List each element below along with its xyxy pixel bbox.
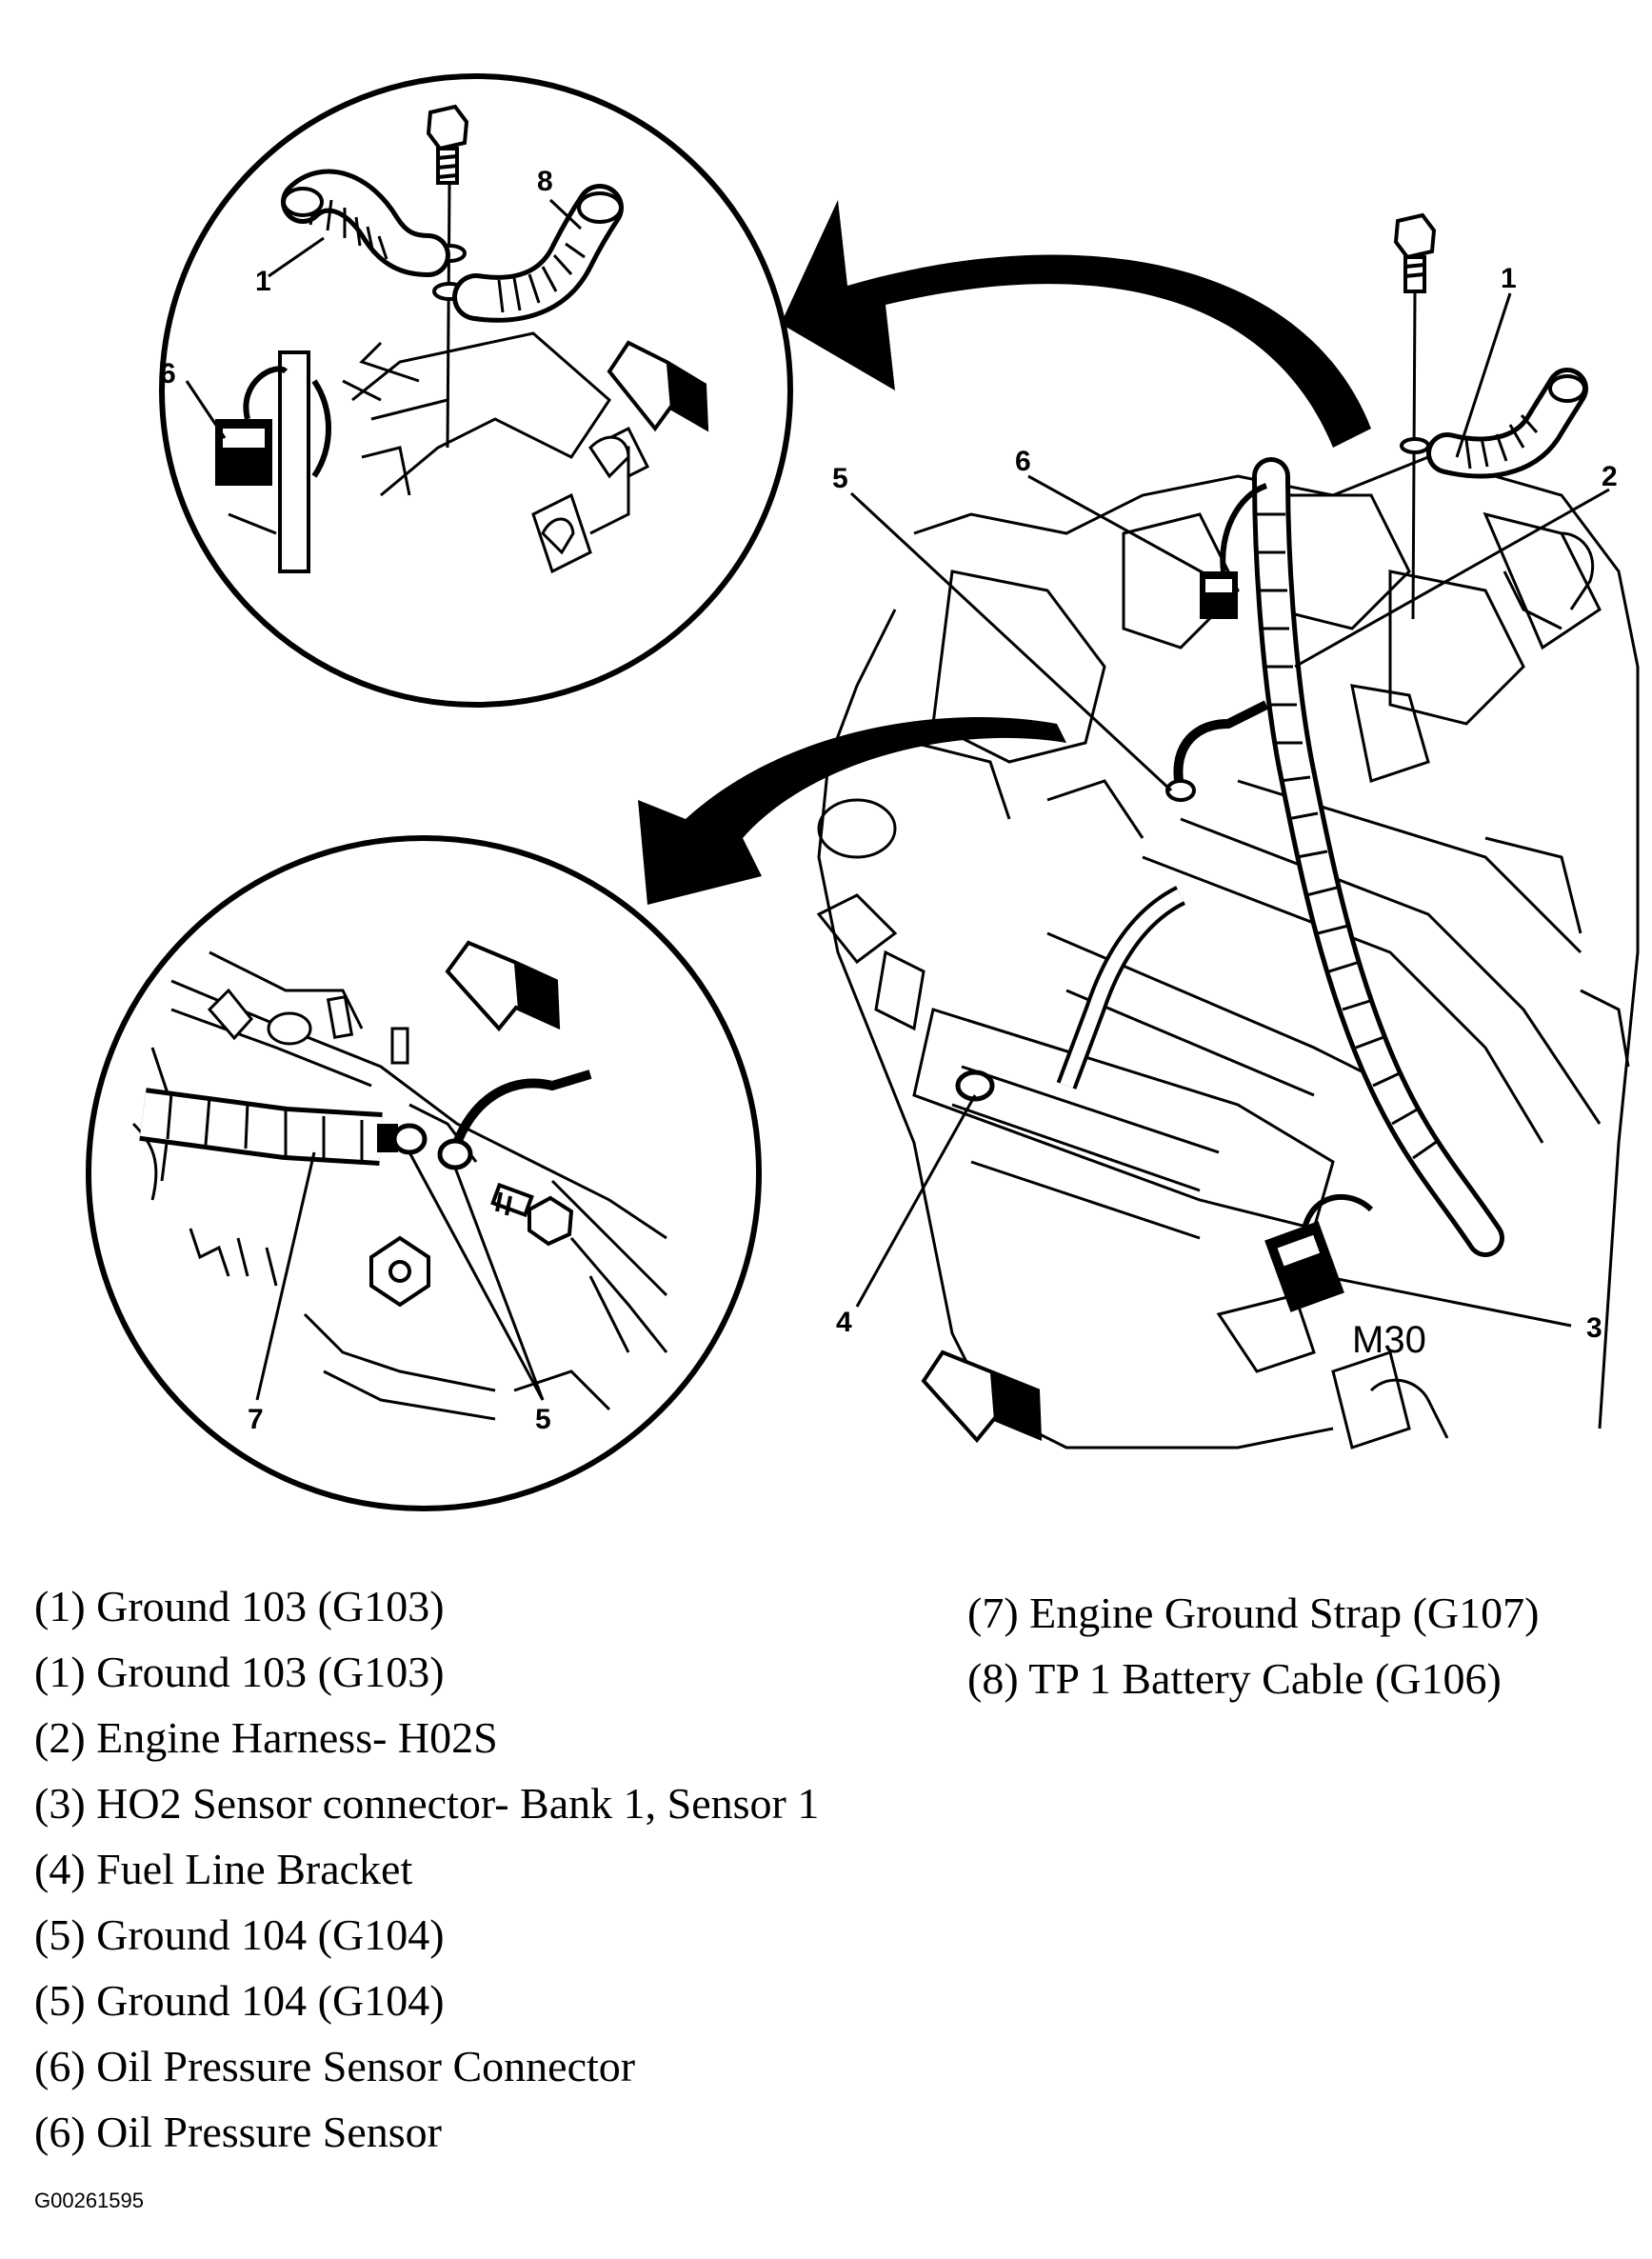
callout-8: 8 [537,166,553,197]
callout-1-main: 1 [1501,263,1517,294]
engraved-marking: M30 [1352,1319,1426,1361]
ho2s-connector-icon [1264,1194,1374,1312]
callout-5-main: 5 [832,463,848,494]
bolt-icon [426,104,469,185]
ground-cable-left [281,169,450,277]
curved-arrow-lower-icon [638,717,1066,905]
callout-6-main: 6 [1015,446,1031,477]
legend-item: (1) Ground 103 (G103) [34,1648,445,1696]
bottom-detail-inset: 7 5 [86,835,762,1511]
callout-1-top: 1 [255,266,271,297]
legend-item: (6) Oil Pressure Sensor [34,2108,442,2156]
legend-item: (3) HO2 Sensor connector- Bank 1, Sensor… [34,1779,820,1828]
oil-pressure-sensor-icon [215,350,331,573]
engine-ground-locations-diagram: 1 8 6 [86,73,1640,1511]
main-bolt-icon [1393,212,1437,293]
main-oil-pressure-sensor-icon [1200,483,1268,619]
callout-3: 3 [1586,1312,1602,1344]
bottom-forward-direction-arrow-icon [445,940,561,1032]
legend-item: (4) Fuel Line Bracket [34,1845,413,1893]
legend-right-column: (7) Engine Ground Strap (G107) (8) TP 1 … [967,1580,1539,1711]
main-forward-direction-arrow-icon [921,1349,1043,1444]
forward-direction-arrow-icon [607,340,709,432]
bottom-bolt-icon [490,1182,574,1247]
curved-arrow-upper-icon [781,200,1371,448]
engine-ground-strap [139,1088,428,1166]
main-ground-cable [1426,368,1588,479]
legend-left-column: (1) Ground 103 (G103) (1) Ground 103 (G1… [34,1573,819,2165]
legend-item: (5) Ground 104 (G104) [34,1976,445,2025]
legend-item: (1) Ground 103 (G103) [34,1582,445,1630]
callout-2: 2 [1602,461,1618,492]
figure-id: G00261595 [34,2189,144,2212]
legend-item: (6) Oil Pressure Sensor Connector [34,2042,636,2090]
callout-6-top: 6 [160,358,176,390]
legend-item: (5) Ground 104 (G104) [34,1910,445,1959]
legend-item: (8) TP 1 Battery Cable (G106) [967,1654,1502,1703]
top-detail-inset: 1 8 6 [159,73,793,708]
battery-cable [452,184,624,323]
legend-item: (2) Engine Harness- H02S [34,1713,498,1762]
callout-5-bottom: 5 [535,1404,551,1435]
legend-item: (7) Engine Ground Strap (G107) [967,1589,1540,1637]
callout-7: 7 [248,1404,264,1435]
callout-4: 4 [836,1307,852,1338]
engine-harness [1252,457,1504,1257]
